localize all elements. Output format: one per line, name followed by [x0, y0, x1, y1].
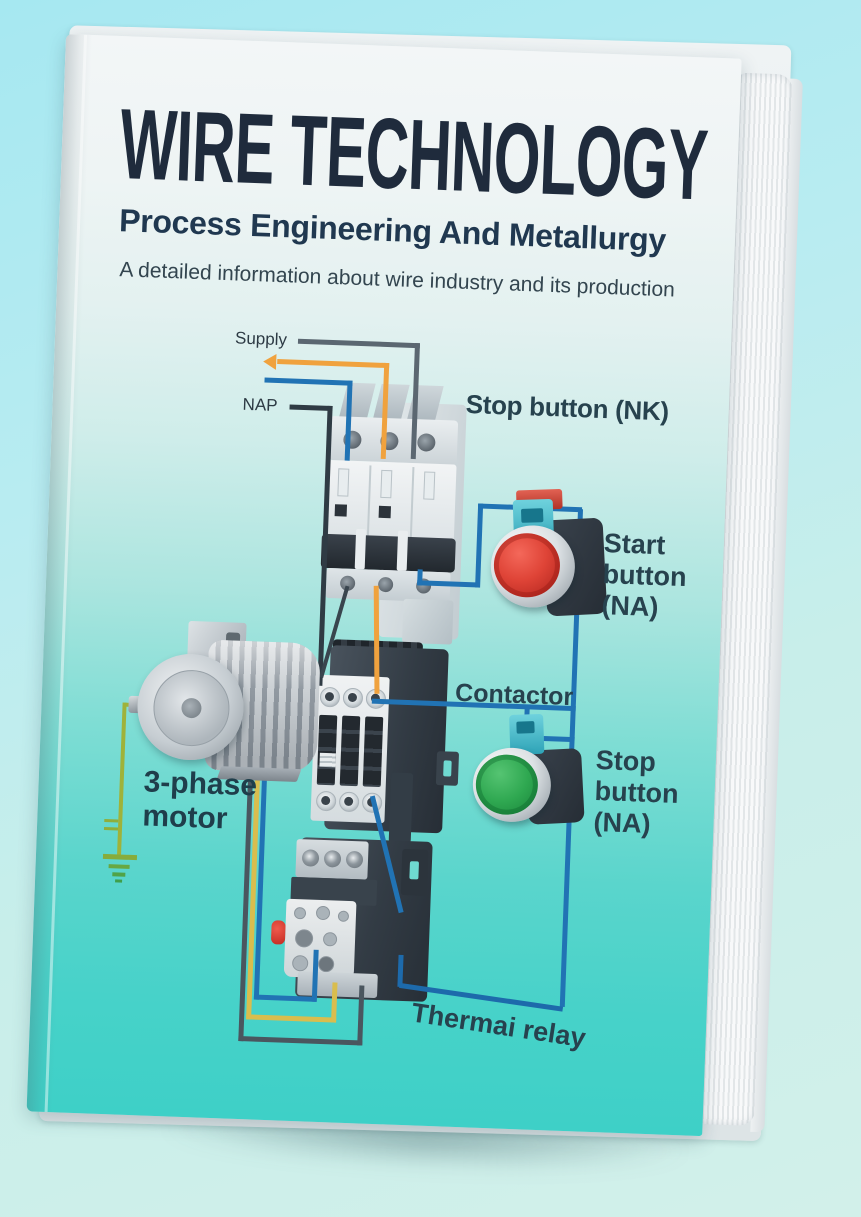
- label-contactor: Contactor: [454, 678, 574, 712]
- screw-terminal: [417, 433, 436, 452]
- label-stop-button-nk: Stop button (NK): [465, 388, 670, 427]
- earth-ground-icon: [102, 853, 138, 861]
- relay-bracket: [388, 772, 414, 844]
- screw-terminal: [377, 576, 394, 593]
- breaker-mount-tab: [402, 598, 454, 645]
- terminal: [342, 687, 364, 709]
- label-start-button-na: Start button (NA): [600, 528, 688, 622]
- book-mockup: WIRE TECHNOLOGY Process Engineering And …: [26, 25, 809, 1143]
- earth-ground-icon: [112, 872, 126, 877]
- wire-motor-dark-riser: [357, 985, 365, 1046]
- contactor-mount-ear: [435, 751, 460, 786]
- relay-mount-hook: [400, 848, 429, 896]
- wire-orange-arrowhead: [262, 353, 277, 370]
- label-stop-button-na: Stop button (NA): [593, 744, 680, 839]
- ground-tick: [103, 826, 119, 831]
- breaker-toggle-levers: [320, 528, 456, 573]
- ground-tick: [104, 818, 119, 823]
- earth-ground-icon: [108, 864, 130, 869]
- label-nap: NAP: [242, 394, 278, 416]
- label-three-phase-motor: 3-phase motor: [141, 765, 258, 836]
- wire-orange-breaker-to-contactor: [373, 585, 380, 694]
- page-title: WIRE TECHNOLOGY: [118, 88, 710, 222]
- label-supply: Supply: [234, 328, 288, 350]
- tagline: A detailed information about wire indust…: [119, 258, 676, 302]
- three-phase-motor-illustration: [124, 612, 335, 789]
- earth-ground-icon: [115, 879, 123, 883]
- wire-blue-stop-right-stub: [543, 735, 575, 743]
- book-front-cover: WIRE TECHNOLOGY Process Engineering And …: [26, 34, 742, 1137]
- breaker-body: [323, 459, 457, 545]
- wire-blue-breaker-out: [417, 569, 480, 588]
